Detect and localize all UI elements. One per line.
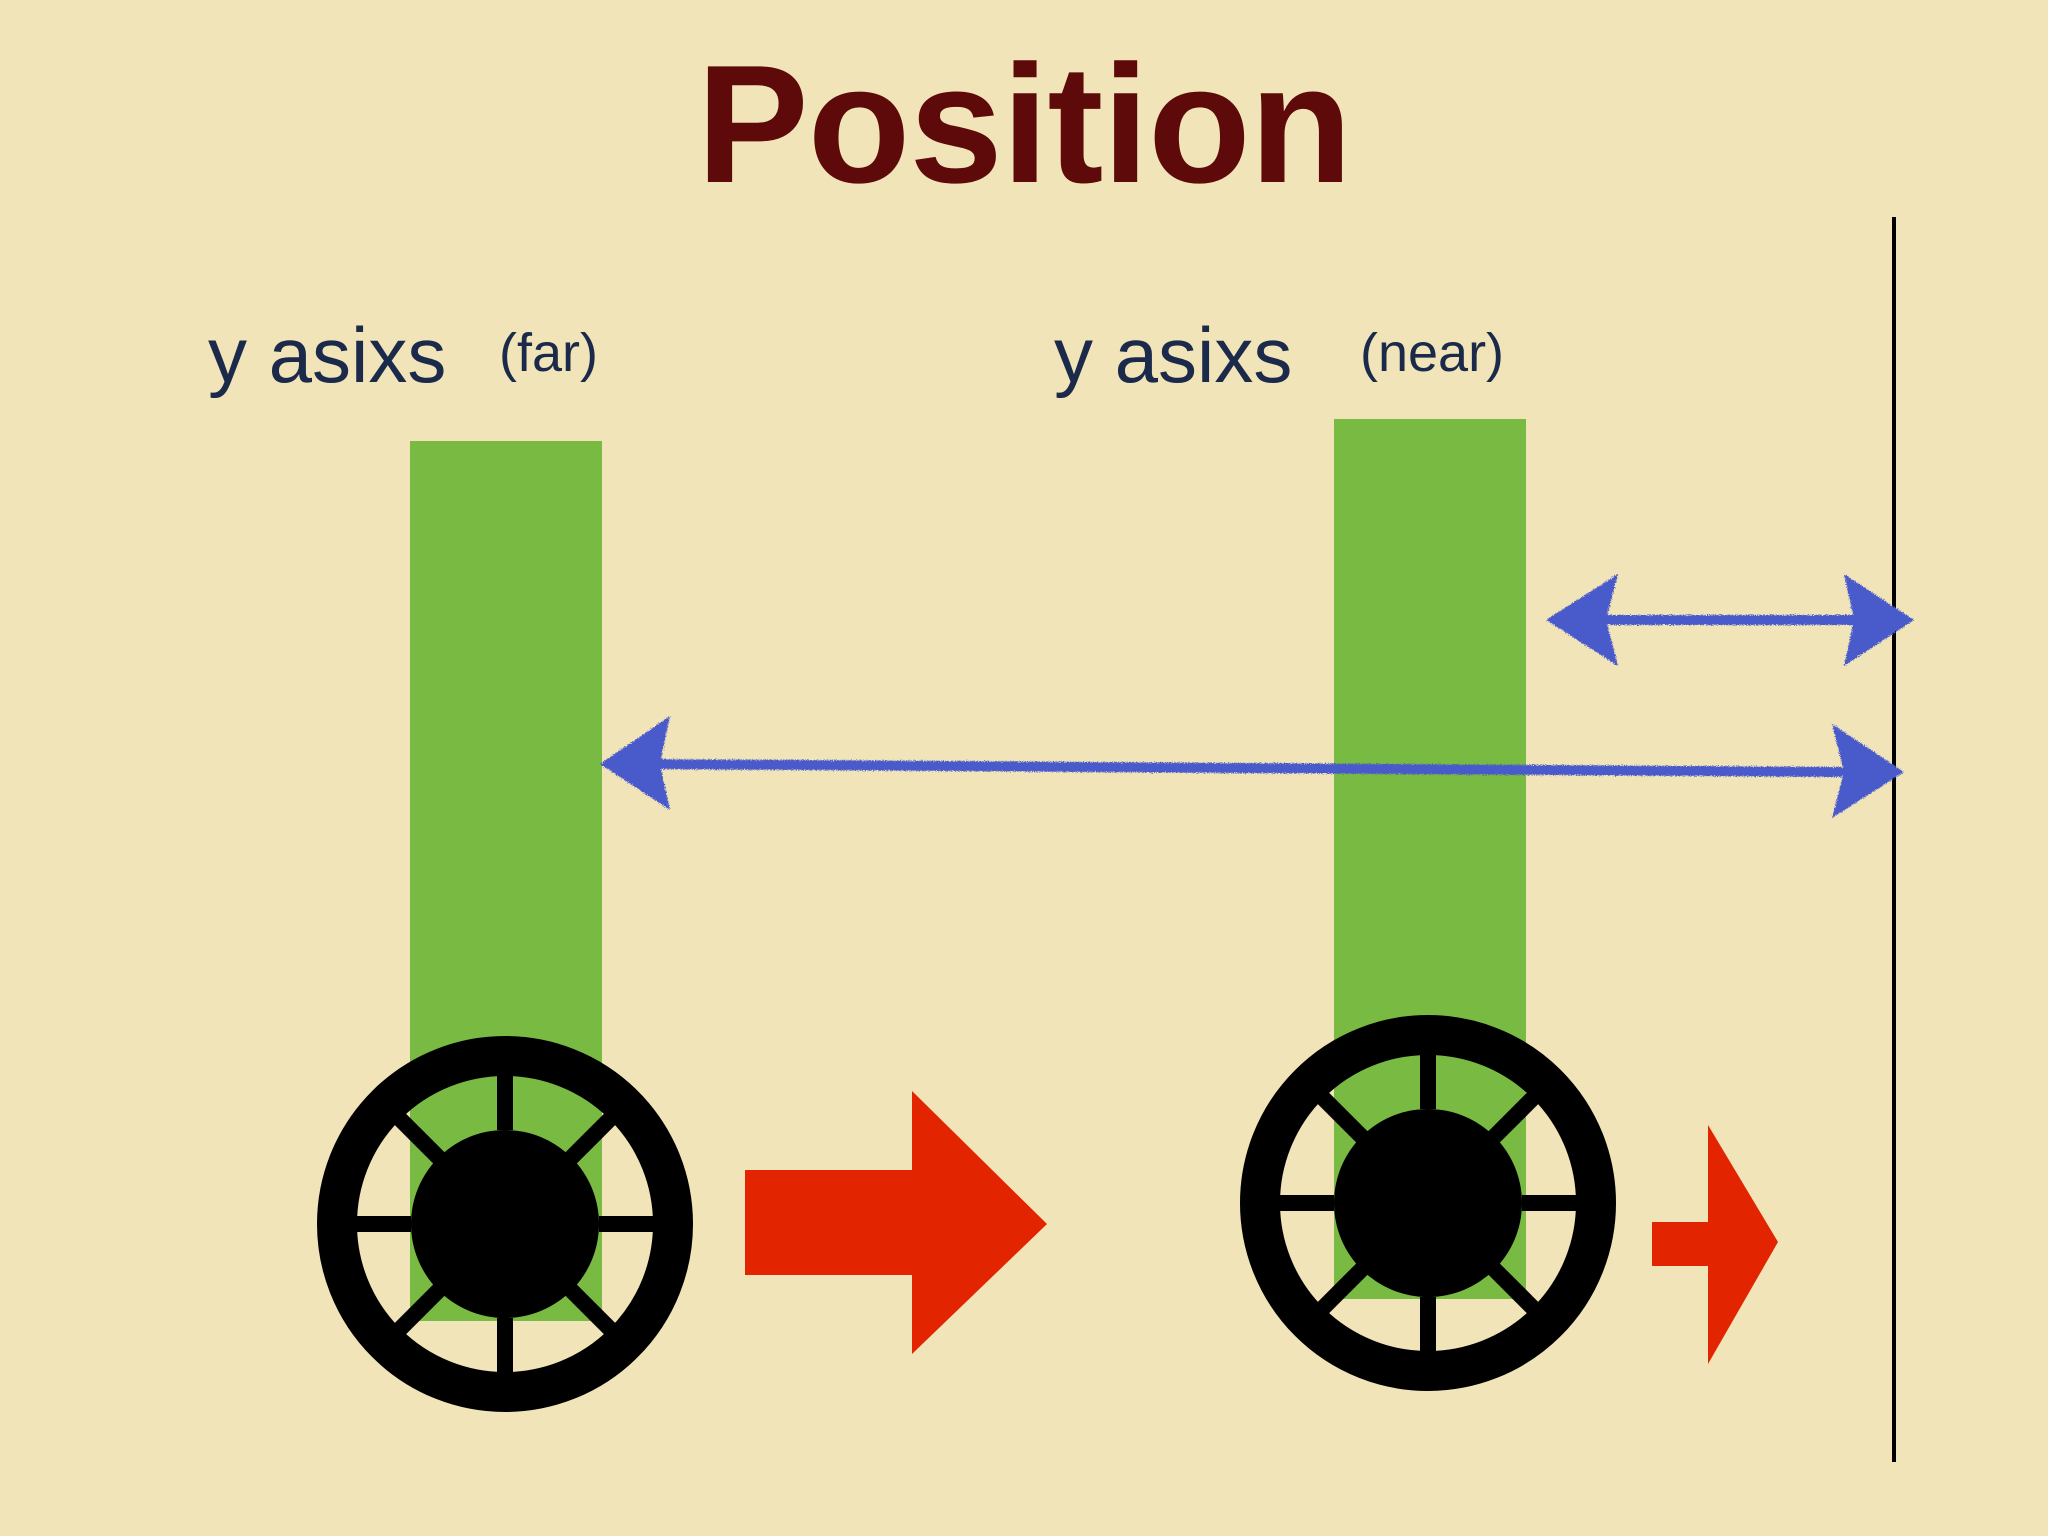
double-arrow-icon [1546,574,1914,666]
arrow-right-icon [745,1091,1047,1354]
wheel-icon [317,1036,693,1412]
arrow-right-icon [1652,1125,1778,1364]
y-axis-qualifier-far: (far) [499,323,598,383]
y-axis-label-near: y asixs [1054,311,1293,399]
wheel-icon [1240,1015,1616,1391]
y-axis-label-far: y asixs [208,311,447,399]
double-arrow-icon [600,716,1904,818]
y-axis-qualifier-near: (near) [1360,323,1505,383]
slide-title: Position [696,30,1353,218]
